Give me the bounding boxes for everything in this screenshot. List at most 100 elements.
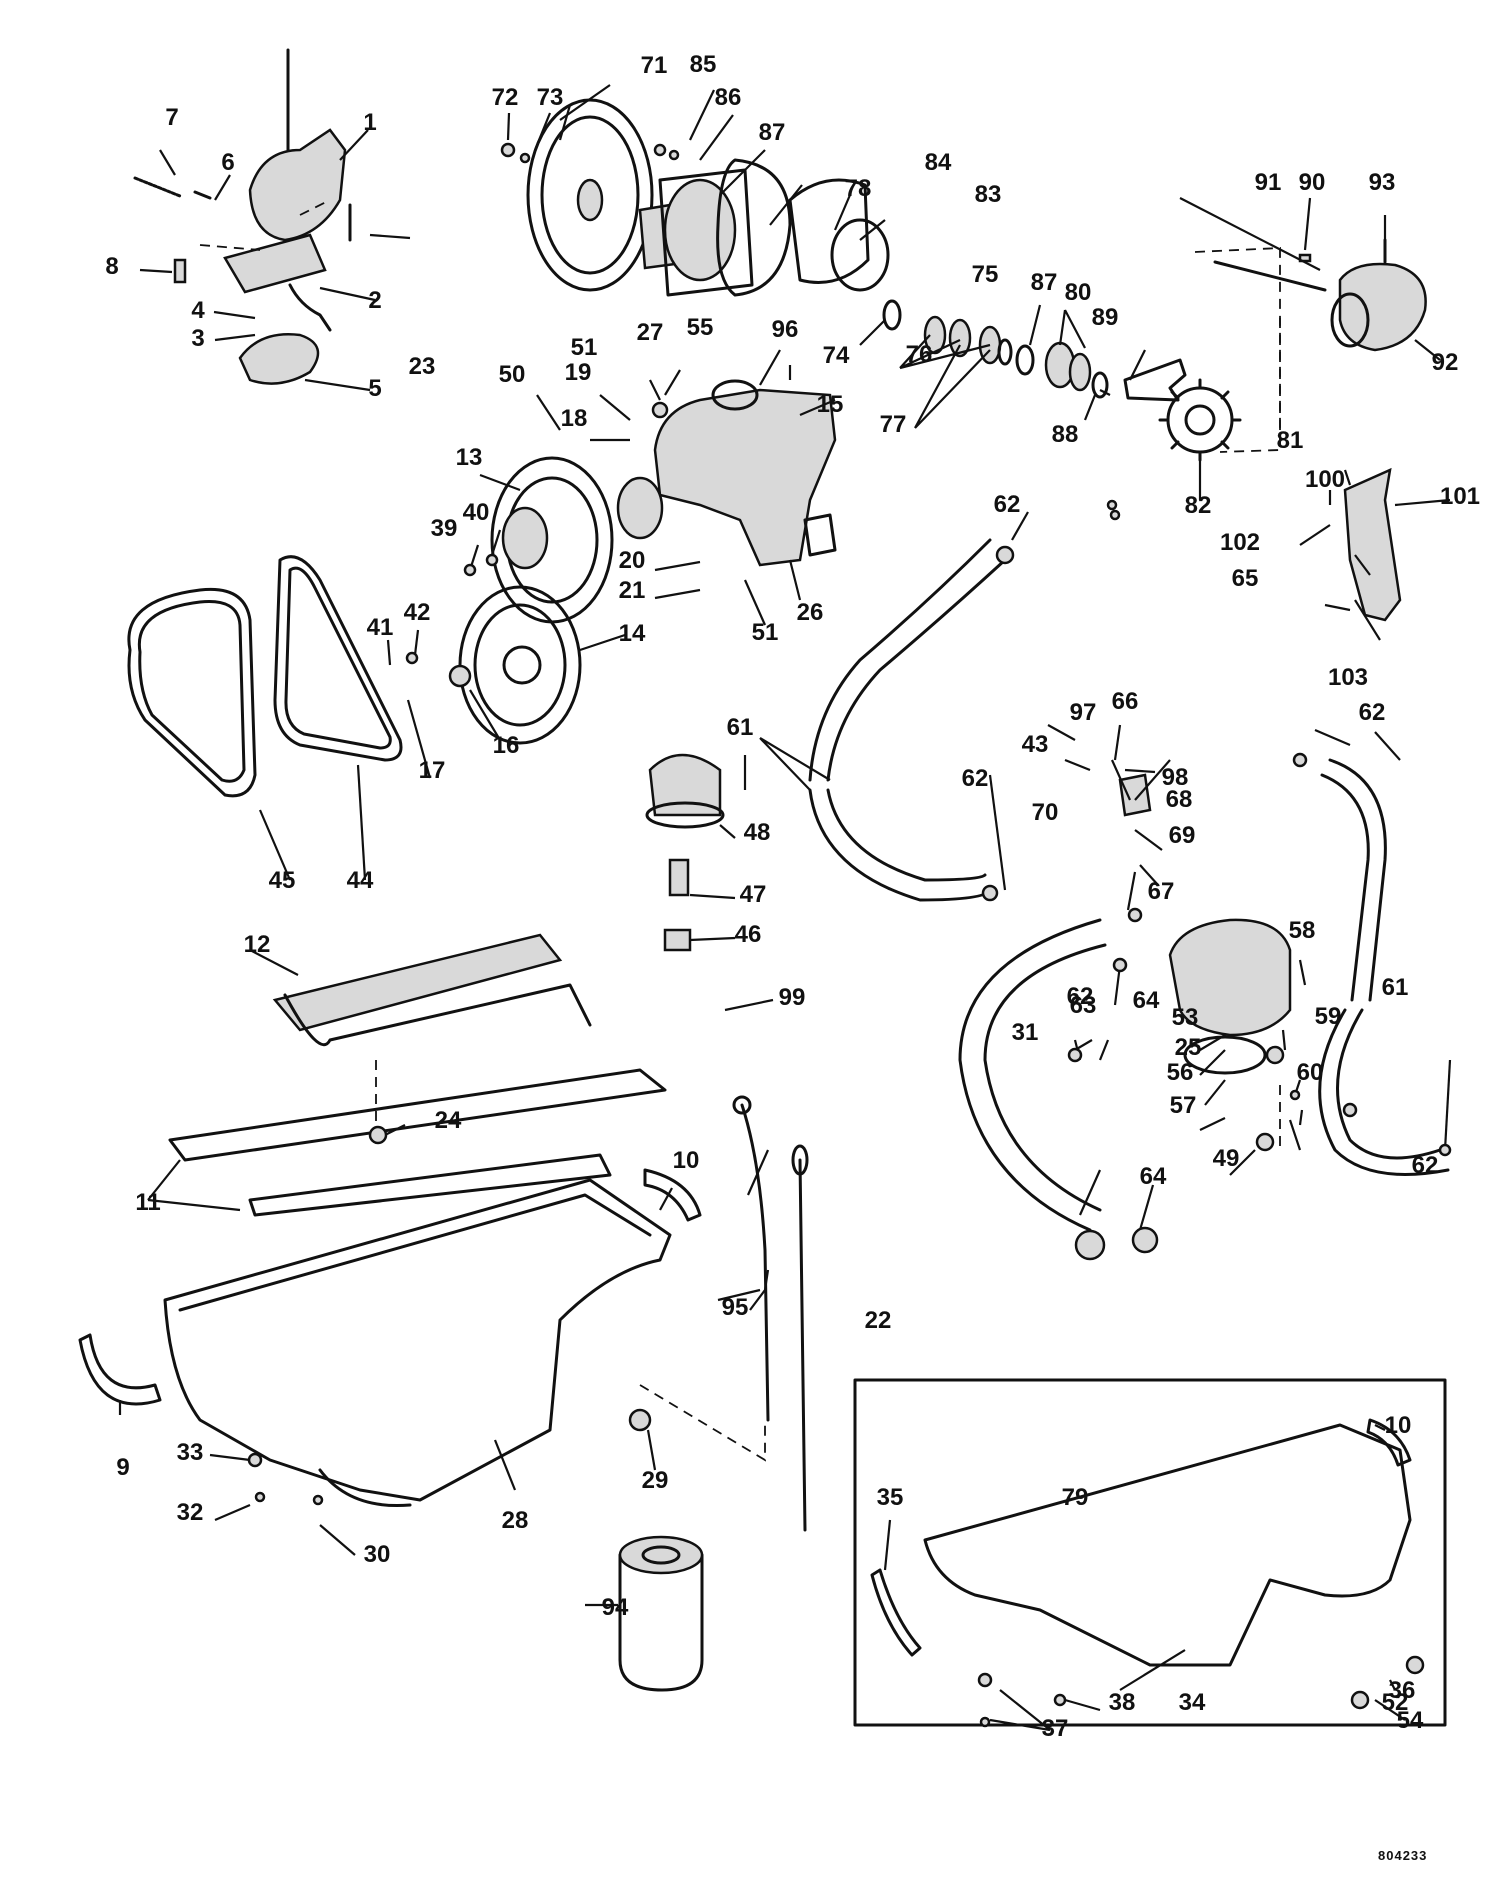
dipstick — [791, 1144, 809, 1532]
callout-59: 59 — [1315, 1003, 1342, 1030]
callout-21: 21 — [619, 577, 646, 604]
callout-10: 10 — [1385, 1412, 1412, 1439]
callout-103: 103 — [1328, 664, 1368, 691]
callout-101: 101 — [1440, 483, 1480, 510]
callout-15: 15 — [817, 391, 844, 418]
callout-12: 12 — [244, 931, 271, 958]
oil-filter — [618, 1535, 704, 1692]
callout-62: 62 — [1412, 1152, 1439, 1179]
callout-80: 80 — [1065, 279, 1092, 306]
callout-10: 10 — [673, 1147, 700, 1174]
callout-77: 77 — [880, 411, 907, 438]
callout-5: 5 — [368, 375, 381, 402]
callout-53: 53 — [1172, 1004, 1199, 1031]
callout-1: 1 — [363, 109, 376, 136]
callout-75: 75 — [972, 261, 999, 288]
callout-66: 66 — [1112, 688, 1139, 715]
callout-70: 70 — [1032, 799, 1059, 826]
sea-water-pump — [1330, 238, 1427, 352]
callout-97: 97 — [1070, 699, 1097, 726]
callout-42: 42 — [404, 599, 431, 626]
callout-67: 67 — [1148, 878, 1175, 905]
callout-39: 39 — [431, 515, 458, 542]
callout-71: 71 — [641, 52, 668, 79]
callout-88: 88 — [1052, 421, 1079, 448]
callout-95: 95 — [722, 1294, 749, 1321]
callout-76: 76 — [906, 341, 933, 368]
callout-74: 74 — [823, 342, 850, 369]
callout-79: 79 — [1062, 1484, 1089, 1511]
callout-78: 78 — [845, 175, 872, 202]
callout-44: 44 — [347, 867, 374, 894]
callout-38: 38 — [1109, 1689, 1136, 1716]
callout-63: 63 — [1070, 992, 1097, 1019]
callout-55: 55 — [687, 314, 714, 341]
callout-18: 18 — [561, 405, 588, 432]
callout-24: 24 — [435, 1107, 462, 1134]
callout-83: 83 — [975, 181, 1002, 208]
callout-37: 37 — [1042, 1715, 1069, 1742]
leader-lines — [118, 84, 1452, 1732]
callout-56: 56 — [1167, 1059, 1194, 1086]
callout-61: 61 — [727, 714, 754, 741]
callout-52: 52 — [1382, 1689, 1409, 1716]
callout-32: 32 — [177, 1499, 204, 1526]
callout-62: 62 — [1067, 983, 1094, 1010]
circulating-water-pump — [616, 379, 837, 567]
callout-16: 16 — [493, 732, 520, 759]
fasteners — [247, 142, 1452, 1728]
callout-45: 45 — [269, 867, 296, 894]
thermostat-housing — [1118, 773, 1292, 1075]
impeller — [1158, 378, 1242, 462]
callout-93: 93 — [1369, 169, 1396, 196]
callout-9: 9 — [116, 1454, 129, 1481]
callout-50: 50 — [499, 361, 526, 388]
callout-62: 62 — [994, 491, 1021, 518]
balancer-pulley — [448, 585, 582, 745]
callout-81: 81 — [1277, 427, 1304, 454]
callout-29: 29 — [642, 1467, 669, 1494]
callout-61: 61 — [1382, 974, 1409, 1001]
callout-35: 35 — [877, 1484, 904, 1511]
callout-99: 99 — [779, 984, 806, 1011]
callout-6: 6 — [221, 149, 234, 176]
callout-3: 3 — [191, 325, 204, 352]
callout-65: 65 — [1232, 565, 1259, 592]
callout-85: 85 — [690, 51, 717, 78]
callout-43: 43 — [1022, 731, 1049, 758]
callout-73: 73 — [537, 84, 564, 111]
callout-36: 36 — [1389, 1677, 1416, 1704]
callout-28: 28 — [502, 1507, 529, 1534]
callout-4: 4 — [191, 297, 205, 324]
alternate-oil-pan-inset — [853, 1378, 1447, 1727]
diagram-code: 804233 — [1378, 1848, 1427, 1863]
callout-64: 64 — [1140, 1163, 1167, 1190]
callout-84: 84 — [925, 149, 952, 176]
callout-102: 102 — [1220, 529, 1260, 556]
callout-8: 8 — [105, 253, 118, 280]
callout-27: 27 — [637, 319, 664, 346]
callout-48: 48 — [744, 819, 771, 846]
callout-92: 92 — [1432, 349, 1459, 376]
callout-41: 41 — [367, 614, 394, 641]
callout-25: 25 — [1175, 1034, 1202, 1061]
callout-54: 54 — [1397, 1707, 1424, 1734]
hoses — [808, 538, 1450, 1232]
dipstick-tube — [732, 1095, 770, 1422]
callout-62: 62 — [962, 765, 989, 792]
callout-58: 58 — [1289, 917, 1316, 944]
callout-40: 40 — [463, 499, 490, 526]
callout-11: 11 — [135, 1189, 160, 1216]
callout-82: 82 — [1185, 492, 1212, 519]
callout-87: 87 — [759, 119, 786, 146]
callout-33: 33 — [177, 1439, 204, 1466]
callout-72: 72 — [492, 84, 519, 111]
callout-96: 96 — [772, 316, 799, 343]
callout-94: 94 — [602, 1594, 629, 1621]
callout-7: 7 — [165, 104, 178, 131]
callout-13: 13 — [456, 444, 483, 471]
crankshaft-pulley — [526, 98, 654, 292]
callout-14: 14 — [619, 620, 646, 647]
callout-68: 68 — [1166, 786, 1193, 813]
